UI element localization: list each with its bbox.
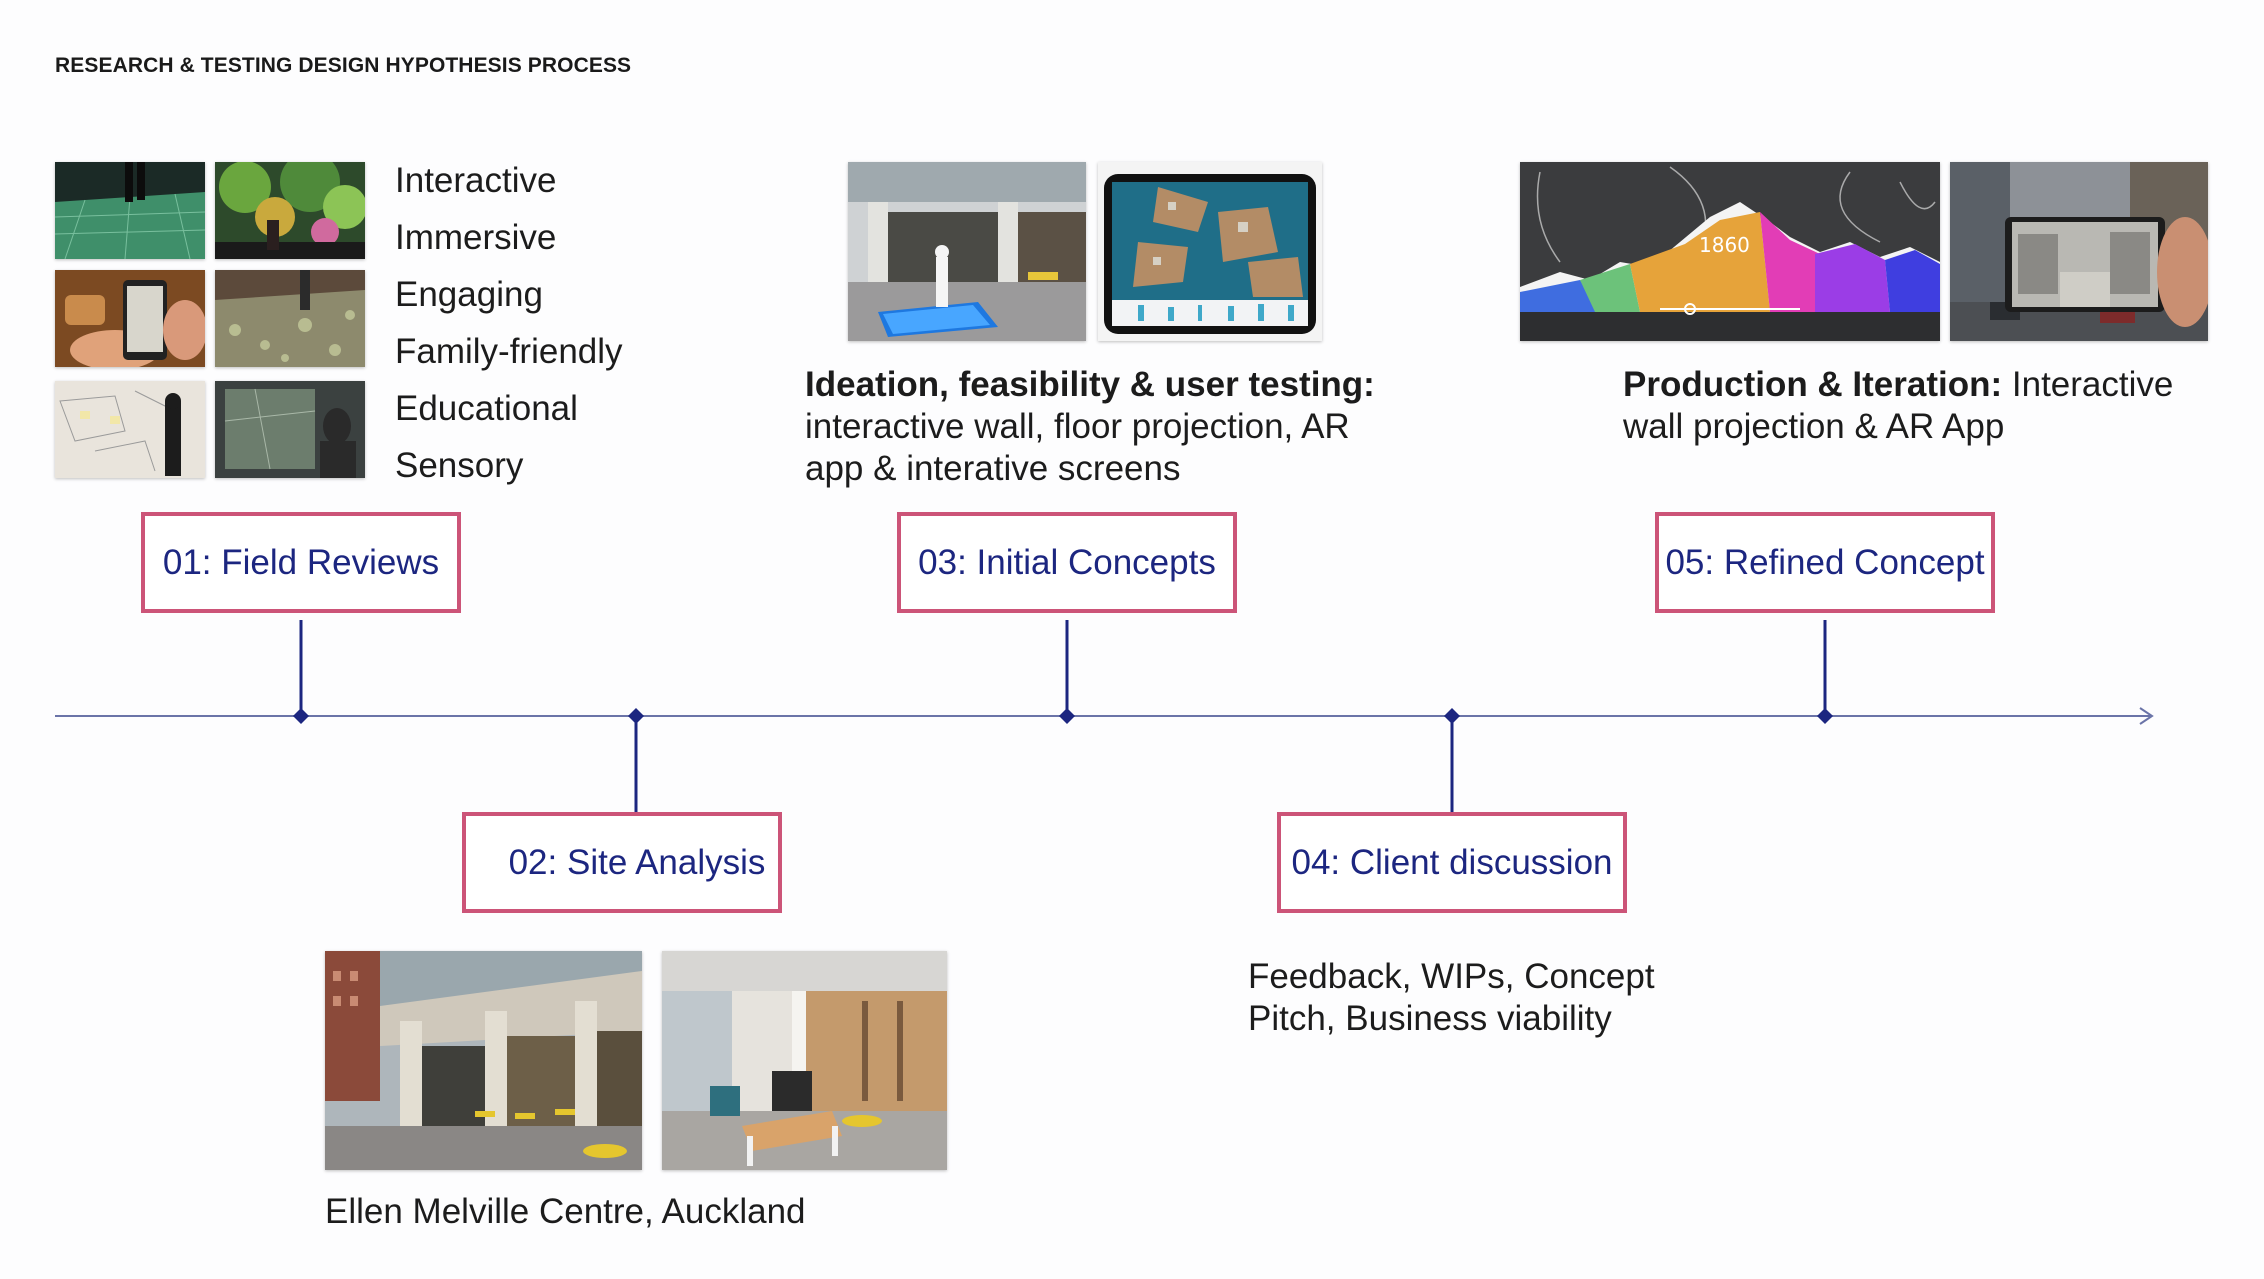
caption-refined-concept: Production & Iteration: Interactive wall…: [1623, 364, 2173, 448]
photo-wall-projection-1860: 1860: [1520, 162, 1940, 341]
photo-ellen-melville-exterior: [325, 951, 642, 1170]
projection-year: 1860: [1699, 233, 1750, 257]
photo-immersive-forest: [215, 162, 365, 259]
milestone-marker-02: [628, 708, 644, 724]
caption-initial-concepts-heading: Ideation, feasibility & user testing:: [805, 365, 1375, 404]
photo-table-projection: [215, 270, 365, 367]
photo-screen-viewing: [215, 381, 365, 478]
caption-initial-concepts-line1: interactive wall, floor projection, AR: [805, 407, 1350, 446]
milestone-marker-04: [1444, 708, 1460, 724]
quality-immersive: Immersive: [395, 218, 557, 257]
quality-educational: Educational: [395, 389, 578, 428]
page-title: RESEARCH & TESTING DESIGN HYPOTHESIS PRO…: [55, 54, 632, 77]
caption-client-discussion-line2: Pitch, Business viability: [1248, 999, 1612, 1038]
caption-refined-concept-rest: Interactive: [2002, 365, 2174, 404]
photo-ar-app-street: [1950, 162, 2208, 341]
photo-ar-phone: [55, 270, 205, 367]
photo-floor-projection: [55, 162, 205, 259]
quality-engaging: Engaging: [395, 275, 543, 314]
stage-02-site-analysis: 02: Site Analysis: [462, 812, 782, 913]
stage-05-refined-concept: 05: Refined Concept: [1655, 512, 1995, 613]
stage-04-client-discussion: 04: Client discussion: [1277, 812, 1627, 913]
photo-map-wall: [55, 381, 205, 478]
caption-client-discussion-line1: Feedback, WIPs, Concept: [1248, 957, 1655, 996]
caption-site-location: Ellen Melville Centre, Auckland: [325, 1192, 806, 1231]
photo-ellen-melville-interior: [662, 951, 947, 1170]
photo-tablet-city-map: [1098, 162, 1322, 341]
quality-interactive: Interactive: [395, 161, 557, 200]
caption-initial-concepts: Ideation, feasibility & user testing: in…: [805, 364, 1375, 490]
caption-refined-concept-line2: wall projection & AR App: [1623, 407, 2005, 446]
milestone-marker-05: [1817, 708, 1833, 724]
timeline-arrowhead: [2139, 707, 2154, 725]
stage-01-field-reviews: 01: Field Reviews: [141, 512, 461, 613]
caption-initial-concepts-line2: app & interative screens: [805, 449, 1181, 488]
milestone-marker-01: [293, 708, 309, 724]
photo-floor-projection-concept: [848, 162, 1086, 341]
caption-client-discussion: Feedback, WIPs, Concept Pitch, Business …: [1248, 956, 1655, 1040]
quality-sensory: Sensory: [395, 446, 524, 485]
caption-refined-concept-heading: Production & Iteration:: [1623, 365, 2003, 404]
milestone-marker-03: [1059, 708, 1075, 724]
stage-03-initial-concepts: 03: Initial Concepts: [897, 512, 1237, 613]
quality-family-friendly: Family-friendly: [395, 332, 623, 371]
